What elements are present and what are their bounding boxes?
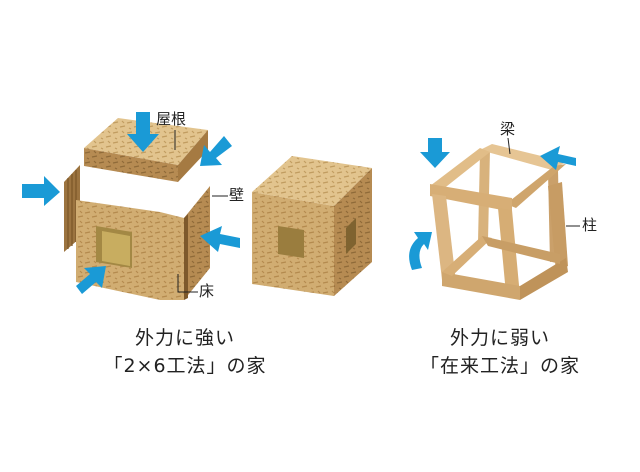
arrow-left-icon-2	[540, 146, 576, 170]
floor-panel	[160, 212, 184, 300]
caption-left-line1: 外力に強い	[134, 327, 235, 349]
front-post-left	[432, 194, 456, 282]
caption-right-line1: 外力に弱い	[449, 327, 550, 349]
right-wall-edge	[184, 214, 188, 300]
caption-left: 外力に強い 「2×6工法」の家	[60, 324, 310, 380]
leader-lines	[174, 130, 580, 293]
side-post-right	[548, 182, 568, 272]
top-beam-left	[430, 148, 490, 190]
rotate-arrow-icon	[409, 232, 432, 270]
bottom-beam-side	[520, 258, 568, 300]
arrow-right-icon-1	[22, 176, 60, 206]
arrow-downleft-icon	[200, 136, 232, 166]
beam-label: 梁	[500, 120, 516, 138]
top-beam-front	[430, 184, 512, 212]
arrow-down-icon-2	[420, 138, 450, 168]
force-arrows-right	[409, 138, 576, 270]
front-wall-window-inner	[102, 231, 130, 266]
bottom-beam-front	[442, 272, 520, 300]
arrow-down-icon	[127, 112, 159, 152]
wall-label: 壁	[229, 186, 245, 204]
roof-panel-front	[84, 148, 178, 182]
leader-beam	[507, 137, 511, 155]
bottom-beam-left	[442, 236, 492, 276]
roof-label: 屋根	[156, 110, 187, 128]
caption-left-line2: 「2×6工法」の家	[103, 355, 267, 377]
caption-right-line2: 「在来工法」の家	[419, 355, 580, 377]
box-top	[252, 156, 372, 206]
top-beam-back	[480, 144, 566, 170]
floor-label: 床	[199, 282, 215, 300]
box-front-window	[278, 226, 304, 258]
top-beam-right	[506, 164, 566, 208]
assembled-panel-box	[252, 156, 372, 296]
bottom-beam-back	[482, 236, 560, 264]
front-post-right	[498, 208, 520, 296]
caption-right: 外力に弱い 「在来工法」の家	[390, 324, 610, 380]
right-wall-panel	[184, 186, 210, 300]
pillar-label: 柱	[582, 216, 598, 234]
exploded-panel-box	[64, 118, 210, 300]
force-arrows-left	[22, 112, 240, 294]
arrow-upright-icon	[76, 266, 106, 294]
box-side-window	[346, 218, 356, 254]
post-beam-frame	[430, 144, 568, 300]
leader-floor	[177, 274, 198, 293]
arrow-left-icon-1	[200, 226, 240, 252]
roof-panel-side	[178, 130, 208, 182]
